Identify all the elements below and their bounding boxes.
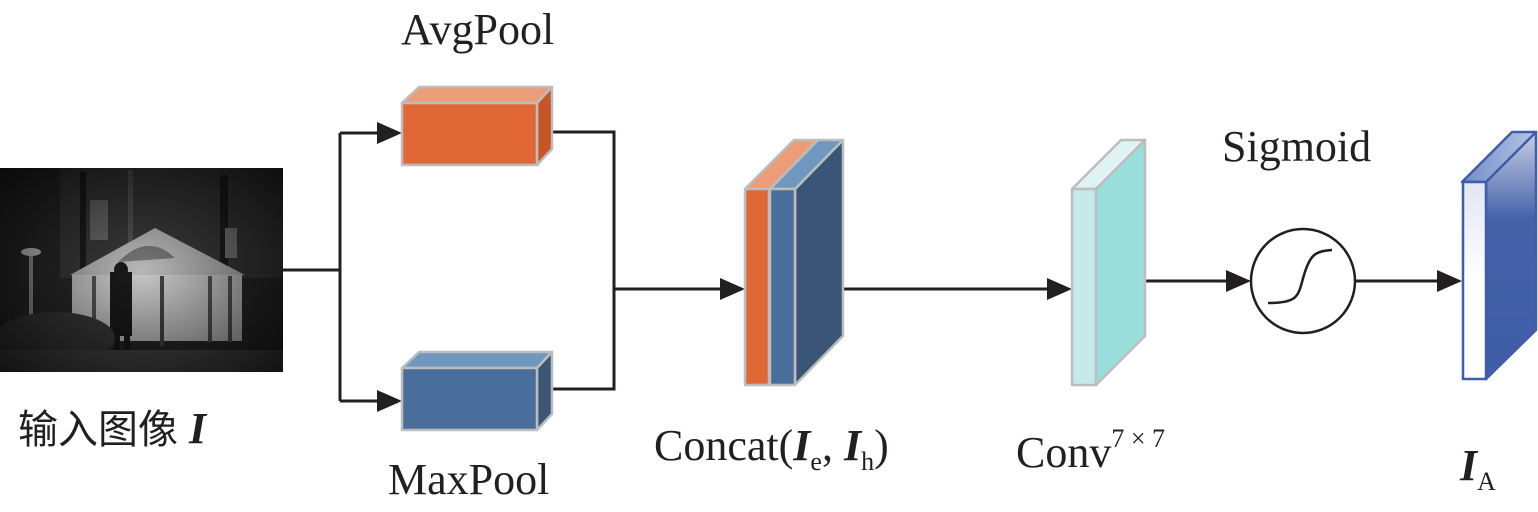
input-image	[0, 168, 283, 372]
avgpool-label: AvgPool	[401, 5, 555, 54]
maxpool-block	[400, 350, 554, 432]
arrow-to-conv	[1047, 278, 1072, 300]
sigmoid-icon	[1249, 227, 1357, 335]
input-image-label: 输入图像 I	[18, 407, 206, 451]
sigmoid-label: Sigmoid	[1222, 122, 1372, 171]
input-image-text: 输入图像	[18, 407, 178, 453]
output-subscript: A	[1477, 467, 1496, 496]
arrow-to-concat	[720, 278, 745, 300]
arrow-to-maxpool	[377, 390, 402, 412]
concat-close-paren: )	[874, 421, 889, 470]
connector-lines	[283, 130, 1444, 403]
output-label: IA	[1460, 444, 1496, 495]
conv-kernel-size: 7 × 7	[1111, 424, 1166, 453]
concat-symbol-1: I	[793, 421, 811, 470]
output-block	[1460, 130, 1538, 381]
conv-label: Conv7 × 7	[1016, 426, 1165, 475]
concat-separator: ,	[821, 421, 844, 470]
input-symbol: I	[189, 404, 207, 453]
conv-block	[1070, 138, 1147, 387]
concat-label: Concat(Ie, Ih)	[654, 424, 889, 475]
concat-open-paren: (	[778, 421, 794, 470]
output-symbol: I	[1460, 441, 1478, 490]
concat-symbol-2: I	[843, 421, 862, 470]
arrow-to-output	[1437, 270, 1462, 292]
maxpool-label: MaxPool	[388, 455, 550, 504]
concat-subscript-h: h	[861, 447, 875, 476]
concat-text: Concat	[654, 421, 779, 470]
concat-block	[743, 138, 845, 387]
avgpool-block	[400, 85, 554, 167]
concat-subscript-e: e	[810, 447, 822, 476]
arrowheads	[377, 122, 1462, 412]
arrow-to-avgpool	[377, 122, 402, 144]
conv-text: Conv	[1016, 428, 1112, 477]
arrow-to-sigmoid	[1226, 270, 1251, 292]
